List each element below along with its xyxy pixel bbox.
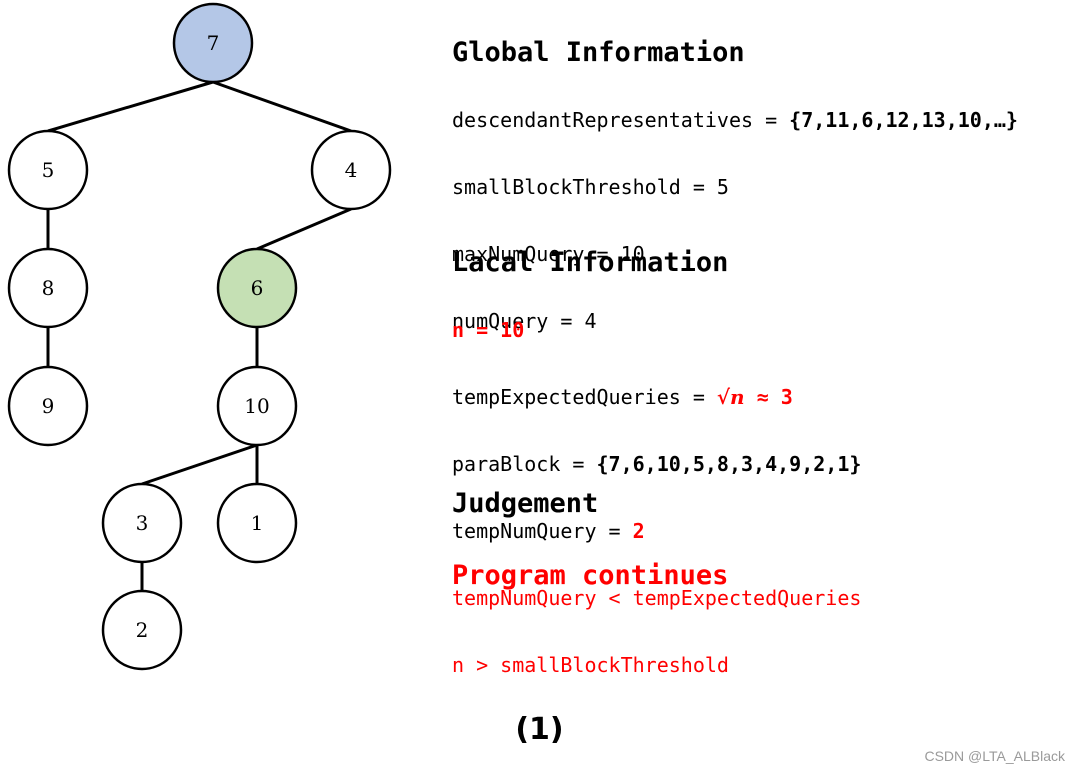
temp-expected-queries-line: tempExpectedQueries = √n ≈ 3 — [452, 383, 861, 412]
tree-node-4: 4 — [310, 129, 392, 211]
para-block-key: paraBlock = — [452, 452, 597, 476]
tree-node-5: 5 — [7, 129, 89, 211]
node-label-2: 2 — [136, 618, 149, 642]
para-block-line: paraBlock = {7,6,10,5,8,3,4,9,2,1} — [452, 450, 861, 479]
tree-node-6: 6 — [216, 247, 298, 329]
node-label-9: 9 — [42, 394, 55, 418]
temp-expected-queries-value: ≈ 3 — [744, 385, 793, 409]
node-circle-1 — [216, 482, 298, 564]
tree-node-10: 10 — [216, 365, 298, 447]
figure-label: (1) — [515, 712, 564, 747]
node-label-6: 6 — [251, 276, 264, 300]
global-heading: Global Information — [452, 37, 745, 68]
tree-node-3: 3 — [101, 482, 183, 564]
tree-node-1: 1 — [216, 482, 298, 564]
temp-num-query-key: tempNumQuery = — [452, 519, 633, 543]
tree-node-8: 8 — [7, 247, 89, 329]
node-circle-4 — [310, 129, 392, 211]
temp-expected-queries-key: tempExpectedQueries = — [452, 385, 717, 409]
descendant-representatives-key: descendantRepresentatives = — [452, 108, 790, 132]
node-circle-6 — [216, 247, 298, 329]
node-circle-2 — [101, 589, 183, 671]
node-label-3: 3 — [136, 511, 149, 535]
edge-7-4 — [212, 80, 352, 133]
tree-node-7: 7 — [172, 2, 254, 84]
edge-7-5 — [47, 80, 214, 133]
node-label-7: 7 — [207, 31, 220, 55]
node-label-4: 4 — [345, 158, 358, 182]
local-heading: Lacal Information — [452, 247, 729, 278]
judgement-heading: Judgement — [452, 488, 599, 519]
descendant-representatives-value: {7,11,6,12,13,10,…} — [789, 108, 1018, 132]
sqrt-n-expression: √n — [716, 385, 745, 409]
edge-4-6 — [256, 207, 352, 251]
node-label-10: 10 — [244, 394, 269, 418]
descendant-representatives-line: descendantRepresentatives = {7,11,6,12,1… — [452, 106, 1018, 135]
node-circle-3 — [101, 482, 183, 564]
node-label-1: 1 — [251, 511, 264, 535]
node-circle-7 — [172, 2, 254, 84]
max-num-query-line: maxNumQuery = 10 — [452, 242, 645, 266]
temp-num-query-value: 2 — [632, 519, 645, 543]
n-line: n = 10 — [452, 318, 525, 342]
node-label-5: 5 — [42, 158, 55, 182]
judgement-panel: Judgement Program continues — [452, 451, 728, 614]
node-circle-5 — [7, 129, 89, 211]
small-block-threshold-line: smallBlockThreshold = 5 — [452, 175, 729, 199]
judgement-result: Program continues — [452, 560, 729, 591]
node-circle-10 — [216, 365, 298, 447]
para-block-value: {7,6,10,5,8,3,4,9,2,1} — [596, 452, 862, 476]
node-label-8: 8 — [42, 276, 55, 300]
tree-diagram: 7 5 4 8 6 9 10 3 1 2 — [7, 2, 392, 671]
tree-node-9: 9 — [7, 365, 89, 447]
local-information-panel: Lacal Information n = 10 tempExpectedQue… — [452, 210, 861, 699]
temp-num-query-line: tempNumQuery = 2 — [452, 517, 861, 546]
condition-query-line: tempNumQuery < tempExpectedQueries — [452, 586, 862, 610]
condition-threshold-line: n > smallBlockThreshold — [452, 653, 729, 677]
node-circle-9 — [7, 365, 89, 447]
node-circle-8 — [7, 247, 89, 329]
edge-10-3 — [141, 443, 258, 486]
num-query-line: numQuery = 4 — [452, 309, 597, 333]
tree-node-2: 2 — [101, 589, 183, 671]
global-information-panel: Global Information descendantRepresentat… — [452, 0, 1018, 355]
watermark: CSDN @LTA_ALBlack — [924, 748, 1065, 764]
